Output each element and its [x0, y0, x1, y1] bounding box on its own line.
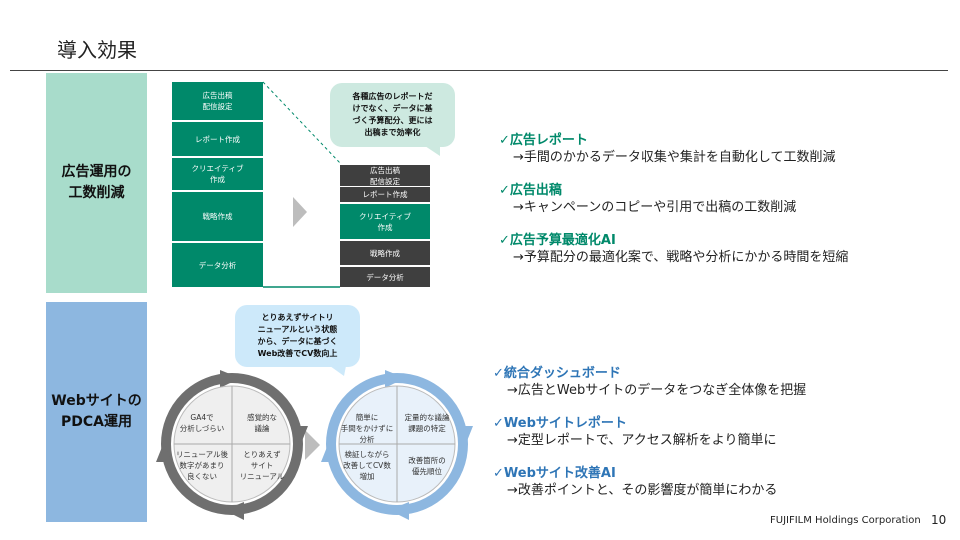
- section-label-ads: 広告運用の 工数削減: [46, 73, 147, 293]
- before-cycle-step: GA4で 分析しづらい: [179, 413, 225, 433]
- benefit-title: ✓広告出稿: [499, 183, 562, 198]
- before-task: 戦略作成: [172, 192, 263, 241]
- title-divider: [10, 70, 948, 71]
- benefit-title: ✓統合ダッシュボード: [493, 366, 621, 381]
- page-number: 10: [931, 513, 947, 527]
- after-cycle-step: 検証しながら 改善してCV数 増加: [343, 450, 391, 481]
- after-cycle-step: 改善箇所の 優先順位: [408, 456, 446, 476]
- benefit-desc: →改善ポイントと、その影響度が簡単にわかる: [507, 483, 778, 498]
- benefit-desc: →予算配分の最適化案で、戦略や分析にかかる時間を短縮: [513, 250, 849, 265]
- before-task: データ分析: [172, 243, 263, 287]
- arrow-right-icon: [305, 430, 320, 460]
- before-cycle-step: 感覚的な 議論: [247, 413, 277, 433]
- after-cycle-ring: [321, 370, 473, 520]
- before-task: レポート作成: [172, 122, 263, 156]
- benefit-desc: →手間のかかるデータ収集や集計を自動化して工数削減: [513, 150, 836, 165]
- ads-callout-bubble: 各種広告のレポートだ けでなく、データに基 づく予算配分、更には 出稿まで効率化: [330, 83, 455, 147]
- section-label-web: Webサイトの PDCA運用: [46, 302, 147, 522]
- benefit-desc: →キャンペーンのコピーや引用で出稿の工数削減: [513, 200, 797, 215]
- benefit-desc: →定型レポートで、アクセス解析をより簡単に: [507, 433, 777, 448]
- ads-benefits-list: ✓広告レポート →手間のかかるデータ収集や集計を自動化して工数削減 ✓広告出稿 …: [499, 132, 848, 282]
- footer-company: FUJIFILM Holdings Corporation: [770, 515, 921, 526]
- benefit-title: ✓Webサイトレポート: [493, 416, 627, 431]
- benefit-title: ✓広告予算最適化AI: [499, 233, 616, 248]
- after-cycle-step: 定量的な議論 課題の特定: [404, 413, 450, 433]
- before-task: クリエイティブ 作成: [172, 158, 263, 190]
- benefit-title: ✓広告レポート: [499, 133, 588, 148]
- web-benefits-list: ✓統合ダッシュボード →広告とWebサイトのデータをつなぎ全体像を把握 ✓Web…: [493, 365, 806, 515]
- after-task: 広告出稿 配信設定: [340, 165, 430, 186]
- arrow-right-icon: [293, 197, 307, 227]
- after-task: 戦略作成: [340, 241, 430, 265]
- after-task-highlight: クリエイティブ 作成: [340, 204, 430, 239]
- page-title: 導入効果: [57, 38, 137, 62]
- after-cycle-step: 簡単に 手間をかけずに 分析: [340, 413, 394, 444]
- web-callout-bubble: とりあえずサイトリ ニューアルという状態 から、データに基づく Web改善でCV…: [235, 305, 360, 367]
- after-task: データ分析: [340, 267, 430, 287]
- before-task: 広告出稿 配信設定: [172, 82, 263, 120]
- before-cycle-step: リニューアル後 数字があまり 良くない: [175, 450, 229, 481]
- before-cycle-ring: [156, 370, 308, 520]
- after-task: レポート作成: [340, 187, 430, 202]
- before-cycle-step: とりあえず サイト リニューアル: [239, 450, 285, 481]
- benefit-desc: →広告とWebサイトのデータをつなぎ全体像を把握: [507, 383, 807, 398]
- benefit-title: ✓Webサイト改善AI: [493, 466, 616, 481]
